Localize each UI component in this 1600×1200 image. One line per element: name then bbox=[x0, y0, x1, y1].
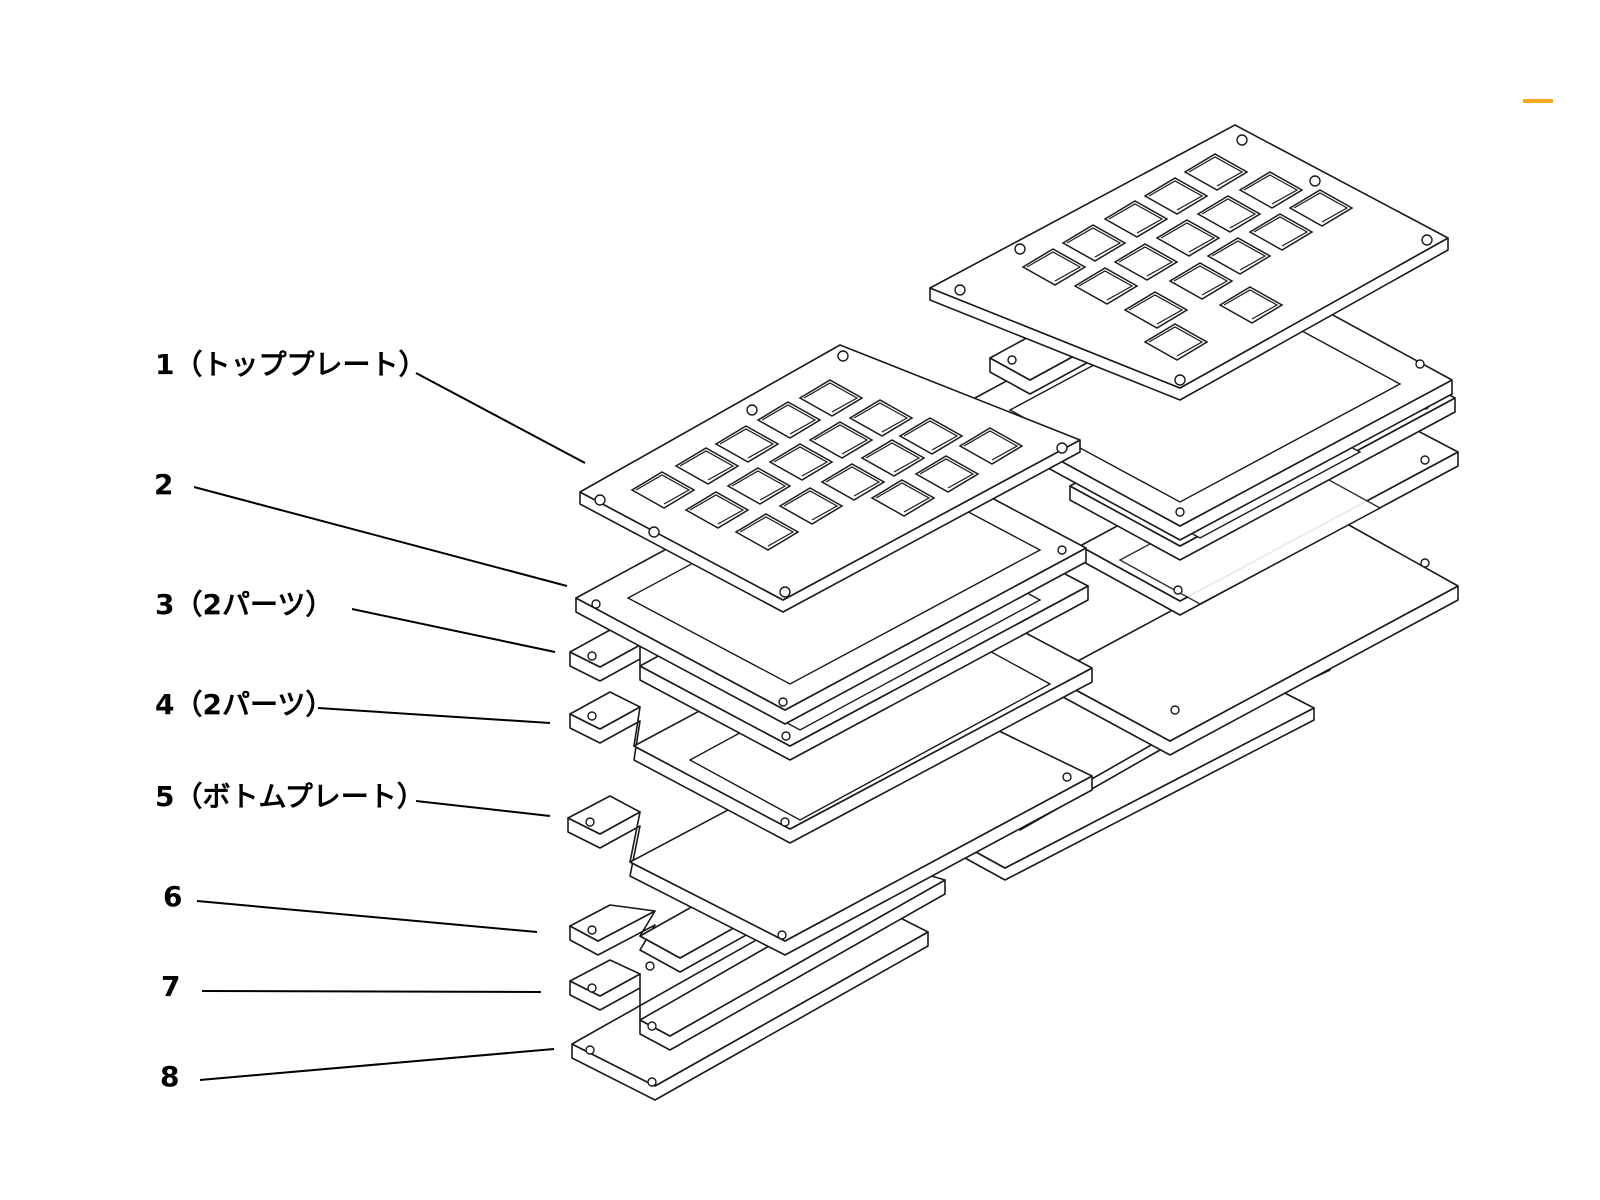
right-stack bbox=[929, 124, 1459, 881]
left-stack bbox=[567, 344, 1093, 1101]
label-8: 8 bbox=[160, 1060, 179, 1093]
label-6: 6 bbox=[163, 880, 182, 913]
leader-line-4 bbox=[317, 707, 551, 724]
label-5: 5（ボトムプレート） bbox=[155, 780, 425, 813]
leader-line-3 bbox=[351, 608, 556, 653]
leader-line-6 bbox=[196, 900, 538, 933]
label-4: 4（2パーツ） bbox=[155, 688, 333, 721]
accent-mark bbox=[1523, 99, 1553, 103]
leader-line-2 bbox=[193, 486, 568, 587]
right-top-plate bbox=[929, 124, 1449, 401]
leader-line-5 bbox=[415, 800, 551, 817]
label-7: 7 bbox=[161, 970, 180, 1003]
layer-1-top-plate bbox=[579, 344, 1081, 613]
leader-line-8 bbox=[199, 1048, 555, 1081]
part-labels: 1（トッププレート） 2 3（2パーツ） 4（2パーツ） 5（ボトムプレート） … bbox=[154, 348, 426, 1093]
leader-line-7 bbox=[201, 990, 542, 993]
leader-line-1 bbox=[415, 372, 586, 464]
layer-5-plate bbox=[567, 699, 1093, 956]
leader-lines bbox=[193, 372, 586, 1081]
label-2: 2 bbox=[154, 468, 173, 501]
label-3: 3（2パーツ） bbox=[155, 588, 333, 621]
label-1: 1（トッププレート） bbox=[155, 348, 426, 381]
